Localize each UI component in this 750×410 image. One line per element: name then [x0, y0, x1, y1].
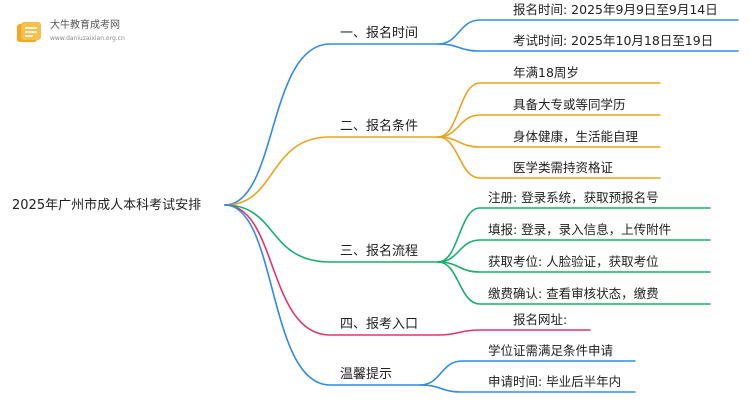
- leaf-topic: 缴费确认: 查看审核状态，缴费: [488, 286, 659, 301]
- leaf-connector: [437, 207, 711, 263]
- branch-connector: [224, 204, 439, 336]
- leaf-topic: 学位证需满足条件申请: [488, 343, 614, 358]
- leaf-connector: [419, 360, 636, 386]
- branch-topic: 四、报考入口: [340, 317, 419, 332]
- leaf-topic: 医学类需持资格证: [513, 160, 614, 175]
- root-topic: 2025年广州市成人本科考试安排: [12, 198, 202, 213]
- leaf-connector: [437, 19, 739, 45]
- leaf-topic: 注册: 登录系统，获取预报名号: [488, 190, 659, 205]
- branch-topic: 温馨提示: [340, 367, 393, 382]
- site-logo: 大牛教育成考网 www.daniuzaixian.org.cn: [14, 14, 144, 48]
- leaf-connector: [437, 329, 591, 336]
- logo-url: www.daniuzaixian.org.cn: [50, 35, 125, 42]
- leaf-connector: [437, 114, 661, 138]
- leaf-topic: 考试时间: 2025年10月18日至19日: [513, 33, 714, 48]
- branch-topic: 三、报名流程: [340, 244, 419, 259]
- leaf-connector: [437, 261, 711, 305]
- branch-connector: [224, 43, 439, 206]
- leaf-topic: 身体健康，生活能自理: [513, 129, 639, 144]
- leaf-topic: 填报: 登录，录入信息，上传附件: [488, 222, 672, 237]
- leaf-connector: [437, 136, 661, 179]
- branch-topic: 一、报名时间: [340, 26, 419, 41]
- leaf-topic: 报名时间: 2025年9月9日至9月14日: [513, 2, 718, 17]
- logo-name: 大牛教育成考网: [50, 20, 120, 31]
- branch-connector: [224, 204, 439, 263]
- leaf-connector: [437, 239, 711, 263]
- leaf-connector: [437, 43, 739, 52]
- leaf-topic: 年满18周岁: [513, 65, 579, 80]
- leaf-connector: [437, 261, 711, 273]
- branch-topic: 二、报名条件: [340, 119, 419, 134]
- leaf-topic: 申请时间: 毕业后半年内: [488, 374, 622, 389]
- leaf-topic: 获取考位: 人脸验证，获取考位: [488, 254, 659, 269]
- branch-connector: [224, 136, 439, 206]
- leaf-connector: [419, 384, 636, 393]
- leaf-topic: 具备大专或等同学历: [513, 97, 626, 112]
- branch-connector: [224, 204, 421, 386]
- book-logo-icon: [17, 22, 41, 42]
- leaf-connector: [437, 82, 661, 138]
- leaf-topic: 报名网址:: [513, 312, 568, 327]
